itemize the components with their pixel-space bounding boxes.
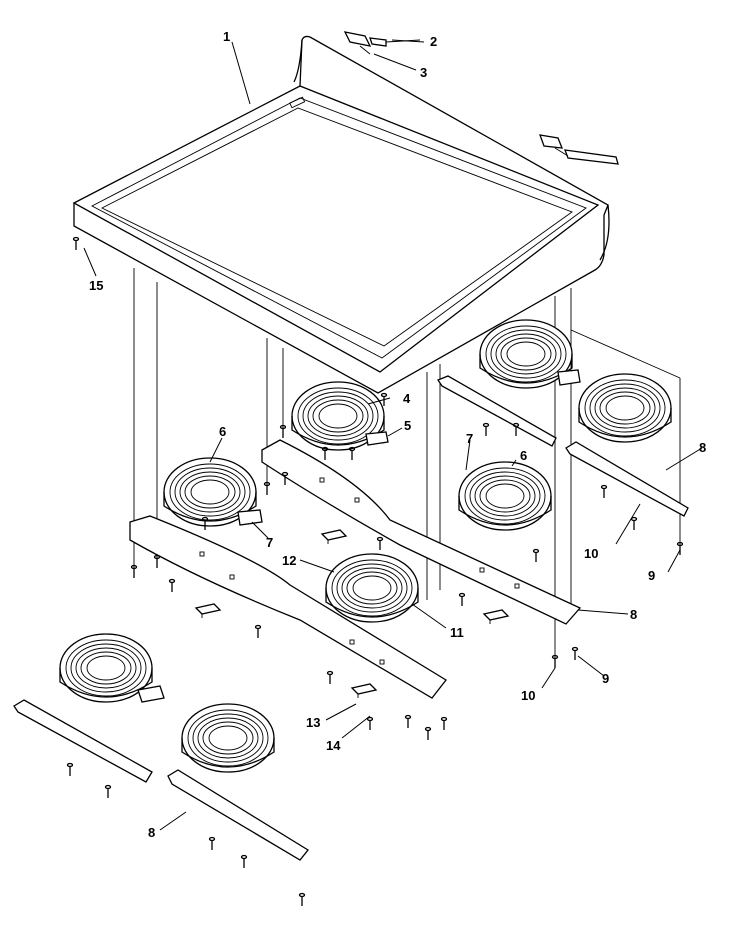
brace-rear-right — [437, 375, 557, 447]
hinge-bracket-right — [539, 134, 619, 165]
callout-10-center: 10 — [521, 688, 535, 703]
callout-11: 11 — [450, 625, 464, 640]
clip-a — [321, 529, 347, 545]
callout-8-lower: 8 — [148, 825, 155, 840]
burner-far-right — [578, 373, 672, 443]
brace-center-left — [129, 515, 447, 699]
callout-7-right: 7 — [466, 431, 473, 446]
callout-9-right: 9 — [648, 568, 655, 583]
hinge-bracket-2 — [343, 31, 421, 55]
clip-b — [195, 603, 221, 619]
brace-lower-center — [167, 769, 309, 861]
burner-lower-left — [59, 633, 165, 703]
burner-rear-right — [479, 319, 581, 389]
callout-8-right: 8 — [699, 440, 706, 455]
callout-6-left: 6 — [219, 424, 226, 439]
brace-lower-left — [13, 699, 153, 783]
callout-1: 1 — [223, 29, 230, 44]
callout-5: 5 — [404, 418, 411, 433]
callout-14: 14 — [326, 738, 341, 753]
callout-15: 15 — [89, 278, 103, 293]
burner-lower-center — [181, 703, 275, 773]
clip-c — [483, 609, 509, 625]
callout-2: 2 — [430, 34, 437, 49]
callout-4: 4 — [403, 391, 411, 406]
callout-13: 13 — [306, 715, 320, 730]
callout-7-left: 7 — [266, 535, 273, 550]
brace-center-right — [261, 439, 582, 625]
burner-left-front-upper — [163, 457, 263, 531]
callout-10-right: 10 — [584, 546, 598, 561]
callout-3: 3 — [420, 65, 427, 80]
leader-lines — [83, 39, 703, 831]
callout-8-center: 8 — [630, 607, 637, 622]
burner-rear-center — [291, 381, 389, 461]
burner-center-front — [325, 553, 419, 623]
brace-far-right — [565, 441, 689, 517]
burner-center-right — [458, 461, 552, 531]
callout-6-right: 6 — [520, 448, 527, 463]
callout-12: 12 — [282, 553, 296, 568]
cooktop-glass-top — [72, 35, 610, 394]
clip-d — [351, 683, 377, 699]
callout-9-center: 9 — [602, 671, 609, 686]
